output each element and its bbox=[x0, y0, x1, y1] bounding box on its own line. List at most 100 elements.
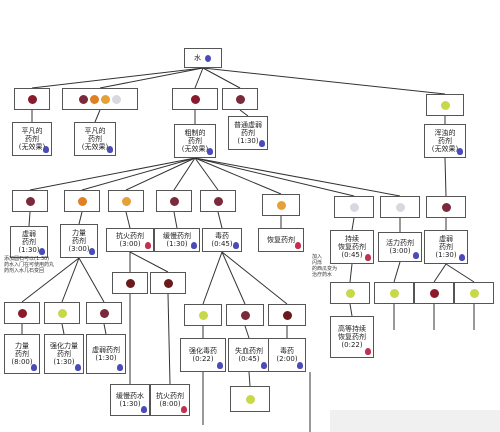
connector-line bbox=[349, 303, 353, 317]
node-fire-ext: 抗火药剂 (8:00) bbox=[150, 384, 190, 416]
redstone-icon bbox=[125, 278, 135, 288]
node-label: 抗火药剂 (8:00) bbox=[156, 392, 184, 408]
connector-line bbox=[221, 251, 288, 305]
connector-line bbox=[103, 323, 107, 335]
ingredient-redstone-r3a bbox=[4, 302, 40, 324]
ingredient-eye3-r2 bbox=[426, 196, 466, 218]
node-water: 水 bbox=[184, 48, 222, 68]
connector-line bbox=[173, 157, 196, 191]
blaze-powder-icon bbox=[77, 196, 87, 206]
glowstone-icon bbox=[345, 288, 355, 298]
glowstone-icon bbox=[440, 100, 450, 110]
sugar-icon bbox=[112, 94, 121, 104]
redstone-icon bbox=[17, 308, 27, 318]
potion-bottle-icon bbox=[145, 242, 151, 249]
connector-line bbox=[28, 211, 31, 227]
connector-line bbox=[194, 157, 219, 191]
connector-line bbox=[173, 211, 178, 229]
node-label: 活力药剂 (3:00) bbox=[386, 239, 414, 255]
node-label: 平凡的 药剂 (无效果) bbox=[81, 127, 109, 151]
glowstone-icon bbox=[389, 288, 399, 298]
connector-line bbox=[202, 67, 241, 89]
node-strength: 力量 药剂 (3:00) bbox=[60, 224, 98, 258]
node-weak-long: 虚弱药剂 (1:30) bbox=[86, 334, 126, 374]
potion-bottle-icon bbox=[117, 364, 123, 371]
connector-line bbox=[349, 263, 353, 283]
connector-line bbox=[244, 325, 250, 339]
fermented-eye-icon bbox=[99, 308, 109, 318]
fermented-eye-icon bbox=[240, 310, 250, 320]
node-label: 水 bbox=[194, 54, 201, 62]
sugar-icon bbox=[395, 202, 405, 212]
potion-bottle-icon bbox=[261, 362, 267, 369]
node-thick: 浑浊的 药剂 (无效果) bbox=[424, 124, 466, 158]
node-label: 虚弱药剂 (1:30) bbox=[92, 346, 120, 362]
ingredient-eye-r2 bbox=[12, 190, 48, 212]
potion-bottle-icon bbox=[207, 148, 213, 155]
fermented-eye-icon bbox=[441, 202, 451, 212]
connector-line bbox=[217, 211, 223, 229]
connector-line bbox=[351, 217, 355, 231]
potion-bottle-icon bbox=[459, 254, 465, 261]
spider-eye-icon bbox=[79, 94, 88, 104]
node-label: 普通虚弱 药剂 (1:30) bbox=[234, 121, 262, 145]
node-label: 持续 恢复药剂 (0:45) bbox=[338, 235, 366, 259]
connector-line bbox=[21, 257, 80, 303]
melon-icon bbox=[101, 94, 110, 104]
connector-line bbox=[202, 67, 446, 95]
glowstone-icon bbox=[245, 394, 255, 404]
ingredient-fermented-eye bbox=[222, 88, 258, 110]
potion-bottle-icon bbox=[191, 242, 197, 249]
ingredient-glow-r3e bbox=[454, 282, 494, 304]
ingredient-wart-1 bbox=[14, 88, 50, 110]
node-slowness: 缓慢药剂 (1:30) bbox=[154, 228, 200, 252]
node-poison: 毒药 (0:45) bbox=[202, 228, 242, 252]
glowstone-icon bbox=[469, 288, 479, 298]
node-label: 强化力量 药剂 (1:30) bbox=[50, 342, 78, 366]
connector-line bbox=[99, 67, 204, 89]
ingredient-wart-2 bbox=[172, 88, 218, 110]
connector-line bbox=[94, 109, 101, 123]
potion-bottle-icon bbox=[365, 254, 371, 261]
ingredient-redstone-r3e bbox=[414, 282, 454, 304]
potion-bottle-icon bbox=[107, 146, 113, 153]
fermented-eye-icon bbox=[235, 94, 245, 104]
ingredient-spider-r2 bbox=[200, 190, 236, 212]
ingredient-blaze-r2 bbox=[64, 190, 100, 212]
connector-line bbox=[433, 263, 447, 283]
potion-bottle-icon bbox=[43, 146, 49, 153]
connector-line bbox=[194, 157, 355, 197]
ingredient-melon-r2 bbox=[262, 194, 300, 216]
node-label: 浑浊的 药剂 (无效果) bbox=[431, 129, 459, 153]
ghast-tear-icon bbox=[349, 202, 359, 212]
node-mundane-2: 平凡的 药剂 (无效果) bbox=[74, 122, 116, 156]
ingredient-tear-r2 bbox=[334, 196, 374, 218]
potion-bottle-icon bbox=[233, 242, 239, 249]
glowstone-icon bbox=[198, 310, 208, 320]
glistering-melon-icon bbox=[276, 200, 286, 210]
ingredient-eye2-r2 bbox=[156, 190, 192, 212]
node-label: 平凡的 药剂 (无效果) bbox=[18, 127, 46, 151]
potion-bottle-icon bbox=[413, 252, 419, 259]
node-label: 高等持续 恢复药剂 (0:22) bbox=[338, 325, 366, 349]
spider-eye-icon bbox=[213, 196, 223, 206]
node-slow-ext: 缓慢药水 (1:30) bbox=[110, 384, 150, 416]
ingredient-redstone-r3b bbox=[112, 272, 148, 294]
ingredient-sugar-r2 bbox=[380, 196, 420, 218]
node-label: 缓慢药水 (1:30) bbox=[116, 392, 144, 408]
connector-line bbox=[239, 109, 249, 117]
magma-cream-icon bbox=[121, 196, 131, 206]
connector-line bbox=[81, 157, 196, 191]
potion-bottle-icon bbox=[295, 242, 301, 249]
node-mundane-1: 平凡的 药剂 (无效果) bbox=[12, 122, 52, 156]
ingredient-group-1 bbox=[62, 88, 138, 110]
photo-blur-bottom-right bbox=[330, 410, 500, 432]
note-left: 添加圆石可以(1:30) 药水入门在可使用药丸 药剂入水几石变回 bbox=[4, 256, 55, 274]
nether-wart-icon bbox=[190, 94, 200, 104]
connector-line bbox=[129, 251, 169, 273]
carrot-icon bbox=[90, 94, 99, 104]
redstone-icon bbox=[282, 310, 292, 320]
node-label: 失血药剂 (0:45) bbox=[235, 347, 263, 363]
nether-wart-icon bbox=[27, 94, 37, 104]
connector-line bbox=[194, 157, 282, 195]
